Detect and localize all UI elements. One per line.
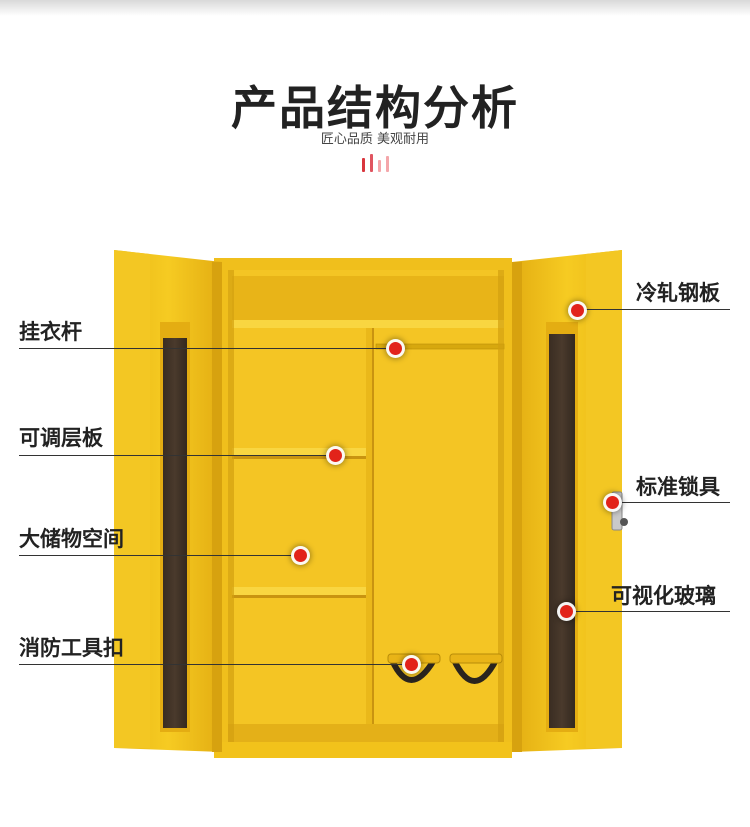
marker-fire-buckle [405, 658, 418, 671]
marker-visible-glass [560, 605, 573, 618]
marker-cold-rolled-steel [571, 304, 584, 317]
label-hanger-rod: 挂衣杆 [19, 320, 82, 344]
label-storage-space: 大储物空间 [19, 527, 124, 551]
marker-storage-space [294, 549, 307, 562]
line-standard-lock [612, 502, 730, 503]
line-hanger-rod [19, 348, 395, 349]
marker-adjustable-shelf [329, 449, 342, 462]
label-standard-lock: 标准锁具 [636, 475, 720, 499]
line-visible-glass [566, 611, 730, 612]
marker-standard-lock [606, 496, 619, 509]
line-adjustable-shelf [19, 455, 335, 456]
left-door [114, 250, 222, 752]
label-visible-glass: 可视化玻璃 [611, 584, 716, 608]
marker-hanger-rod [389, 342, 402, 355]
line-cold-rolled-steel [577, 309, 730, 310]
top-shadow [0, 0, 750, 16]
page-subtitle: 匠心品质 美观耐用 [320, 132, 430, 147]
line-fire-buckle [19, 664, 411, 665]
right-door [512, 250, 628, 752]
label-adjustable-shelf: 可调层板 [19, 426, 103, 450]
label-fire-buckle: 消防工具扣 [19, 636, 124, 660]
page-title: 产品结构分析 [231, 81, 519, 135]
label-cold-rolled-steel: 冷轧钢板 [636, 281, 720, 305]
cabinet-body [214, 258, 512, 758]
line-storage-space [19, 555, 301, 556]
title-decoration [362, 150, 392, 172]
